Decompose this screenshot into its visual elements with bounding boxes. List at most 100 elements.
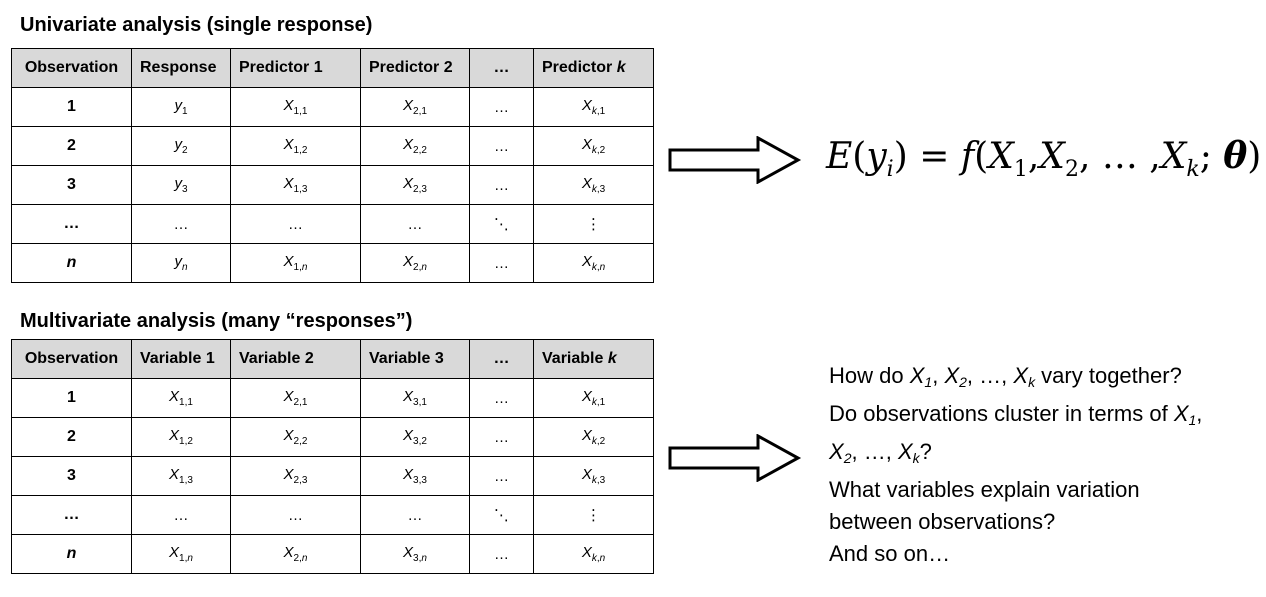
column-header: Response [131, 48, 231, 88]
math-variable: X1,3 [283, 175, 308, 195]
table-cell: … [469, 417, 534, 457]
math-variable: Xk,1 [581, 388, 606, 408]
table-cell: … [469, 456, 534, 496]
math-variable: Xk,n [581, 253, 606, 273]
table-cell: Xk,n [533, 243, 654, 283]
table-cell: X2,3 [230, 456, 361, 496]
math-variable: Xk,n [581, 544, 606, 564]
right-arrow-icon [668, 434, 802, 482]
table-cell: X2,n [360, 243, 470, 283]
table-cell: X2,3 [360, 165, 470, 205]
table-cell: Xk,2 [533, 417, 654, 457]
table-cell: Xk,1 [533, 378, 654, 418]
table-cell: … [230, 204, 361, 244]
column-header: Observation [11, 48, 132, 88]
math-variable: X3,1 [403, 388, 427, 408]
table-cell: … [131, 204, 231, 244]
math-variable: y2 [174, 136, 188, 156]
math-variable: Xk,2 [581, 136, 606, 156]
table-cell: X1,1 [230, 87, 361, 127]
table-cell: X2,2 [360, 126, 470, 166]
table-cell: y2 [131, 126, 231, 166]
multivariate-title: Multivariate analysis (many “responses”) [20, 310, 413, 332]
table-cell: X2,1 [230, 378, 361, 418]
column-header: Observation [11, 339, 132, 379]
table-cell: Xk,2 [533, 126, 654, 166]
table-cell: X1,3 [230, 165, 361, 205]
table-cell: ⋮ [533, 495, 654, 535]
observation-cell: n [11, 243, 132, 283]
question-line: Do observations cluster in terms of X1, [829, 401, 1203, 428]
column-header: … [469, 339, 534, 379]
math-variable: y1 [174, 97, 188, 117]
table-cell: X3,1 [360, 378, 470, 418]
multivariate-questions: How do X1, X2, …, Xk vary together? Do ob… [829, 360, 1259, 570]
math-variable: yn [174, 253, 188, 273]
column-header: Variable k [533, 339, 654, 379]
table-cell: … [469, 87, 534, 127]
observation-cell: 1 [11, 378, 132, 418]
math-variable: X3,3 [403, 466, 427, 486]
table-cell: … [469, 243, 534, 283]
math-variable: X3,n [403, 544, 427, 564]
math-variable: X1,n [283, 253, 308, 273]
right-arrow-icon [668, 136, 802, 184]
table-cell: Xk,3 [533, 165, 654, 205]
table-cell: … [469, 378, 534, 418]
table-cell: X3,2 [360, 417, 470, 457]
table-cell: X2,n [230, 534, 361, 574]
table-cell: ⋱ [469, 204, 534, 244]
math-variable: X2,3 [403, 175, 427, 195]
column-header: Variable 3 [360, 339, 470, 379]
observation-cell: 3 [11, 165, 132, 205]
column-header: Variable 2 [230, 339, 361, 379]
table-cell: X1,2 [131, 417, 231, 457]
math-variable: X2,2 [403, 136, 427, 156]
table-cell: Xk,1 [533, 87, 654, 127]
table-row: …………⋱⋮ [11, 204, 654, 244]
observation-cell: … [11, 495, 132, 535]
question-line: X2, …, Xk? [829, 439, 932, 466]
math-variable: X1,3 [169, 466, 193, 486]
math-variable: X3,2 [403, 427, 427, 447]
table-row: 1 X1,1 X2,1 X3,1 … Xk,1 [11, 378, 654, 418]
table-cell: ⋮ [533, 204, 654, 244]
table-cell: X1,2 [230, 126, 361, 166]
observation-cell: 2 [11, 126, 132, 166]
question-line: What variables explain variation [829, 477, 1140, 502]
math-variable: X2,3 [283, 466, 308, 486]
math-variable: X1,2 [169, 427, 193, 447]
column-header: Variable 1 [131, 339, 231, 379]
table-cell: … [230, 495, 361, 535]
column-header: Predictor 1 [230, 48, 361, 88]
table-cell: X3,n [360, 534, 470, 574]
table-row: …………⋱⋮ [11, 495, 654, 535]
question-line: How do X1, X2, …, Xk vary together? [829, 363, 1182, 390]
table-row: 2 y2 X1,2 X2,2 … Xk,2 [11, 126, 654, 166]
math-variable: y3 [174, 175, 188, 195]
question-line: And so on… [829, 541, 951, 566]
table-cell: … [469, 165, 534, 205]
math-variable: Xk,3 [581, 466, 606, 486]
table-cell: X1,n [131, 534, 231, 574]
column-header: Predictor k [533, 48, 654, 88]
math-variable: Xk,3 [581, 175, 606, 195]
table-cell: … [469, 126, 534, 166]
table-cell: y1 [131, 87, 231, 127]
observation-cell: 1 [11, 87, 132, 127]
column-header: Predictor 2 [360, 48, 470, 88]
math-variable: X1,1 [169, 388, 193, 408]
table-cell: X1,3 [131, 456, 231, 496]
math-variable: X2,n [283, 544, 308, 564]
math-variable: X2,1 [283, 388, 308, 408]
table-cell: y3 [131, 165, 231, 205]
table-cell: X2,1 [360, 87, 470, 127]
